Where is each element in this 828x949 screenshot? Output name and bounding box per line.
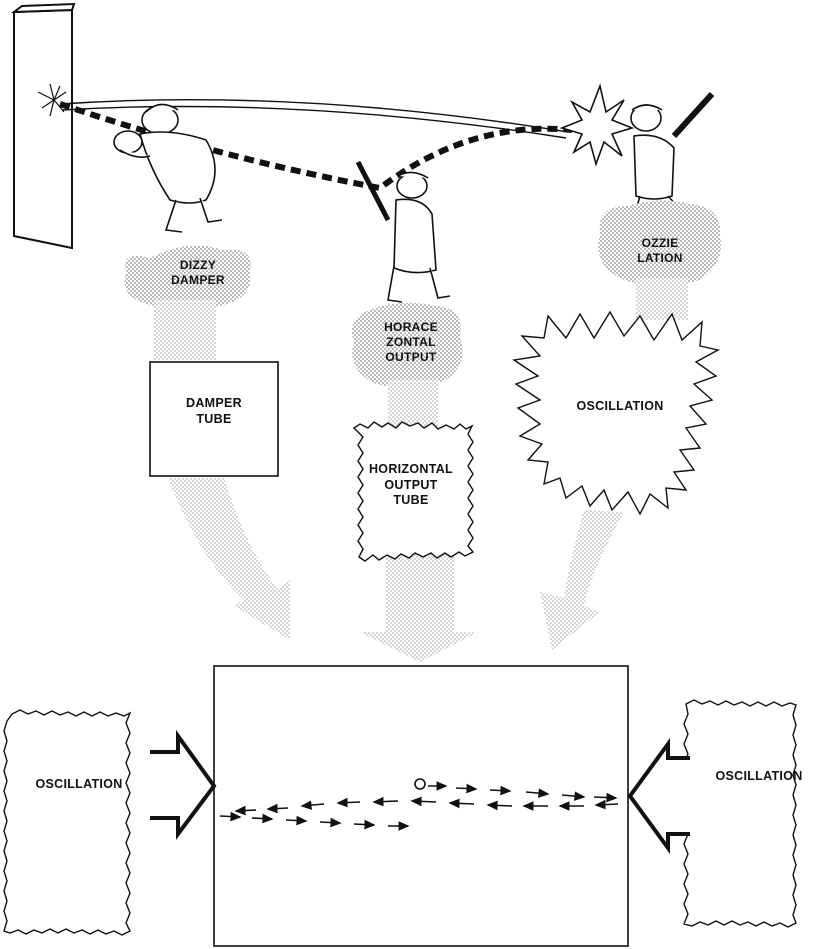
arrow-right	[353, 819, 376, 830]
horizontal-output-line1: HORIZONTAL	[368, 462, 453, 476]
arrow-left	[594, 799, 619, 810]
damper-tube-label: DAMPER TUBE	[160, 396, 268, 427]
dizzy-pedestal	[124, 245, 290, 640]
arrow-left	[234, 805, 257, 816]
arrow-left	[486, 800, 513, 811]
horace-zontal-label: HORACE ZONTAL OUTPUT	[358, 320, 464, 365]
electron-path-arrows	[219, 778, 619, 831]
arrow-right	[561, 791, 586, 801]
left-oscillation-box	[3, 709, 132, 936]
right-connector	[627, 737, 690, 855]
horace-zontal-line3: OUTPUT	[385, 350, 437, 364]
oscillation-burst-top	[512, 310, 720, 516]
arrow-left	[410, 796, 437, 807]
dizzy-damper-line2: DAMPER	[171, 273, 225, 287]
oscillation-right-text: OSCILLATION	[715, 769, 803, 783]
horizontal-output-tube-label: HORIZONTAL OUTPUT TUBE	[356, 462, 466, 509]
arrow-left	[372, 796, 399, 807]
horizontal-output-line2: OUTPUT	[384, 477, 438, 492]
arrow-right	[489, 785, 512, 796]
ozzie-pedestal	[540, 200, 722, 650]
horace-zontal-line2: ZONTAL	[386, 335, 436, 349]
oscillation-right-label: OSCILLATION	[700, 769, 818, 785]
oscillation-left-text: OSCILLATION	[35, 777, 123, 791]
dizzy-damper-label: DIZZY DAMPER	[148, 258, 248, 288]
arrow-right	[285, 815, 308, 826]
left-connector	[150, 729, 217, 840]
arrow-right	[455, 783, 478, 794]
horizontal-output-tube-box	[352, 421, 475, 562]
start-point-circle	[414, 778, 426, 790]
ball-trajectory-dashed	[59, 101, 573, 192]
oscillation-top-text: OSCILLATION	[576, 399, 664, 413]
arrow-right	[251, 813, 274, 824]
arrow-right	[219, 811, 242, 822]
right-oscillation-box	[683, 699, 797, 928]
arrow-left	[448, 798, 475, 809]
arrow-right	[593, 792, 618, 803]
dizzy-damper-figure	[113, 103, 223, 233]
oscillation-top-label: OSCILLATION	[550, 399, 690, 415]
damper-tube-box	[149, 361, 279, 477]
horizontal-output-line3: TUBE	[393, 493, 429, 508]
horace-zontal-figure	[355, 160, 451, 303]
damper-tube-line1: DAMPER	[186, 396, 242, 410]
dizzy-damper-line1: DIZZY	[179, 258, 217, 272]
wall	[10, 2, 76, 250]
arrow-left	[336, 797, 361, 808]
damper-tube-line2: TUBE	[196, 411, 232, 426]
ozzie-lation-line2: LATION	[637, 251, 683, 265]
ball-trajectory-upper	[59, 99, 569, 139]
arrow-left	[300, 800, 325, 810]
impact-burst-bat	[559, 83, 635, 167]
arrow-right	[319, 817, 342, 828]
arrow-left	[266, 803, 289, 814]
oscillation-left-label: OSCILLATION	[16, 777, 142, 793]
arrow-right	[525, 788, 550, 798]
ozzie-lation-line1: OZZIE	[641, 236, 679, 250]
horace-zontal-line1: HORACE	[384, 320, 438, 334]
ozzie-lation-label: OZZIE LATION	[610, 236, 710, 266]
